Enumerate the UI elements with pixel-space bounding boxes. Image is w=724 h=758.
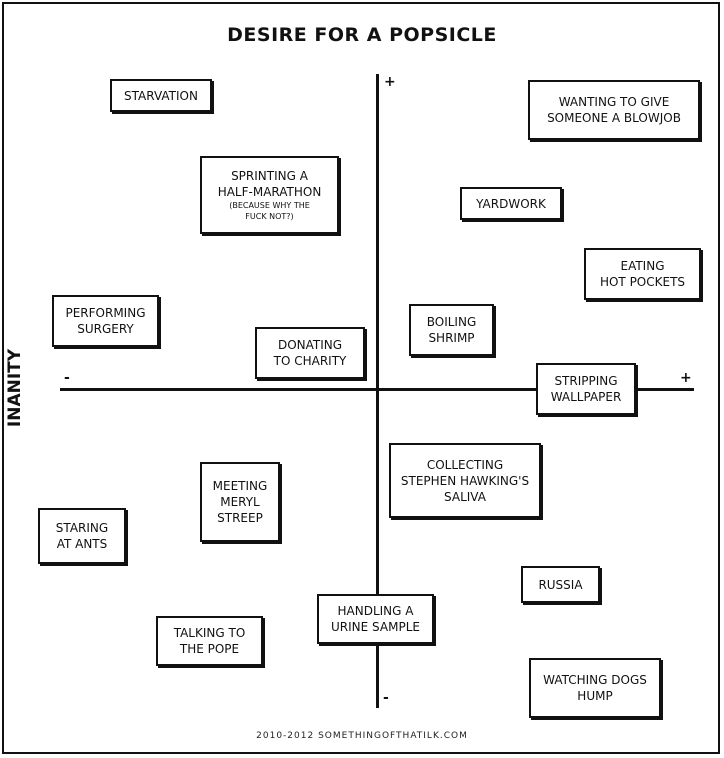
- item-urine-label: HANDLING A URINE SAMPLE: [331, 604, 420, 634]
- item-surgery: PERFORMING SURGERY: [52, 295, 159, 347]
- item-charity: DONATING TO CHARITY: [255, 327, 365, 379]
- item-boiling-shrimp-label: BOILING SHRIMP: [426, 315, 477, 345]
- x-axis-minus-sign: -: [64, 370, 70, 386]
- item-wallpaper-label: STRIPPING WALLPAPER: [550, 374, 622, 404]
- item-wallpaper: STRIPPING WALLPAPER: [536, 363, 636, 415]
- item-half-marathon: SPRINTING A HALF-MARATHON (BECAUSE WHY T…: [200, 156, 339, 234]
- y-axis-minus-sign: -: [383, 690, 389, 706]
- item-half-marathon-label: SPRINTING A HALF-MARATHON: [217, 169, 322, 199]
- item-surgery-label: PERFORMING SURGERY: [65, 306, 146, 336]
- item-ants: STARING AT ANTS: [38, 508, 126, 564]
- item-urine: HANDLING A URINE SAMPLE: [317, 594, 434, 644]
- item-russia-label: RUSSIA: [538, 577, 583, 592]
- item-blowjob: WANTING TO GIVE SOMEONE A BLOWJOB: [528, 80, 700, 140]
- credit-line: 2010-2012 SOMETHINGOFTHATILK.COM: [256, 731, 468, 741]
- item-charity-label: DONATING TO CHARITY: [273, 338, 347, 368]
- item-boiling-shrimp: BOILING SHRIMP: [409, 304, 494, 356]
- item-russia: RUSSIA: [521, 566, 600, 603]
- item-starvation: STARVATION: [110, 79, 212, 112]
- item-pope: TALKING TO THE POPE: [156, 616, 263, 666]
- item-starvation-label: STARVATION: [124, 88, 198, 103]
- item-meryl: MEETING MERYL STREEP: [200, 462, 280, 542]
- y-axis-line: [376, 74, 379, 708]
- item-hawking: COLLECTING STEPHEN HAWKING'S SALIVA: [389, 443, 541, 518]
- item-yardwork-label: YARDWORK: [476, 196, 546, 211]
- item-hot-pockets-label: EATING HOT POCKETS: [599, 259, 686, 289]
- x-axis-plus-sign: +: [680, 370, 692, 386]
- item-pope-label: TALKING TO THE POPE: [173, 626, 246, 656]
- item-blowjob-label: WANTING TO GIVE SOMEONE A BLOWJOB: [547, 95, 681, 125]
- item-ants-label: STARING AT ANTS: [55, 521, 109, 551]
- item-meryl-label: MEETING MERYL STREEP: [212, 479, 268, 525]
- y-axis-plus-sign: +: [384, 74, 396, 90]
- item-dogs-label: WATCHING DOGS HUMP: [543, 673, 647, 703]
- item-half-marathon-note: (BECAUSE WHY THE FUCK NOT?): [229, 201, 310, 221]
- item-hawking-label: COLLECTING STEPHEN HAWKING'S SALIVA: [400, 457, 530, 504]
- item-dogs: WATCHING DOGS HUMP: [529, 658, 661, 718]
- item-yardwork: YARDWORK: [460, 187, 562, 220]
- y-axis-label: INANITY: [5, 348, 25, 428]
- diagram-title: DESIRE FOR A POPSICLE: [227, 24, 497, 46]
- item-hot-pockets: EATING HOT POCKETS: [584, 248, 701, 300]
